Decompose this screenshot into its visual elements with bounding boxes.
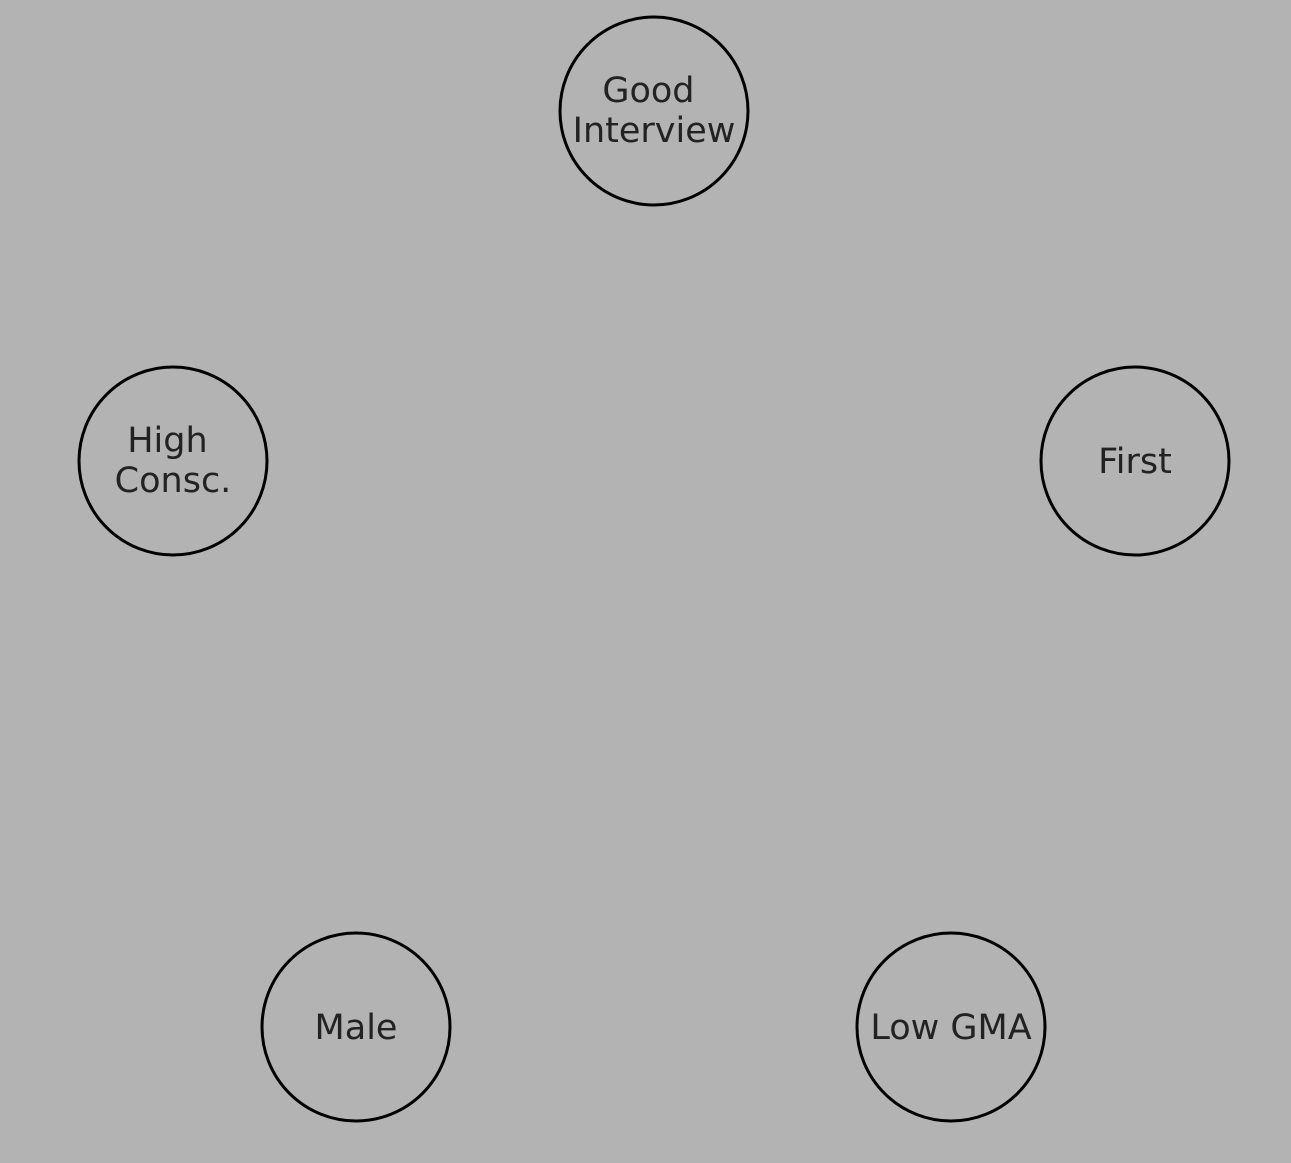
node-good-interview-label-line-1: Good	[602, 71, 694, 111]
node-first-circle	[1039, 365, 1231, 557]
node-good-interview-circle	[558, 15, 750, 207]
node-first[interactable]: First	[1039, 365, 1231, 557]
node-high-consc-label-line-2: Consc.	[115, 461, 232, 501]
node-male-circle	[260, 931, 452, 1123]
node-high-consc-circle	[77, 365, 269, 557]
node-male[interactable]: Male	[260, 931, 452, 1123]
node-low-gma-circle	[855, 931, 1047, 1123]
node-low-gma-label: Low GMA	[870, 1008, 1031, 1048]
node-good-interview[interactable]: Good Interview	[558, 15, 750, 207]
node-low-gma[interactable]: Low GMA	[855, 931, 1047, 1123]
node-high-consc-label: High Consc.	[115, 421, 232, 501]
node-good-interview-label-line-2: Interview	[573, 111, 736, 151]
node-first-label: First	[1098, 442, 1172, 482]
node-high-consc-label-line-1: High	[127, 421, 207, 461]
node-male-label: Male	[315, 1008, 398, 1048]
node-high-consc[interactable]: High Consc.	[77, 365, 269, 557]
node-good-interview-label: Good Interview	[573, 71, 736, 151]
